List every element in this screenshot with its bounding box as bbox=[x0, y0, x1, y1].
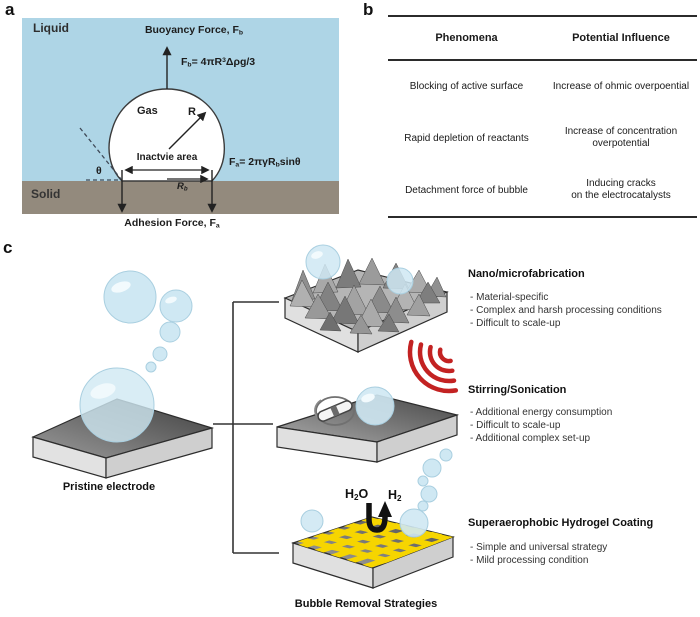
table-row: Detachment force of bubble Inducing crac… bbox=[388, 164, 697, 216]
stirring-electrode bbox=[276, 339, 460, 463]
cell-phenomena: Blocking of active surface bbox=[409, 81, 524, 92]
hydrogel-coated-electrode bbox=[291, 448, 455, 589]
bubble bbox=[305, 244, 341, 280]
rising-bubbles bbox=[417, 448, 453, 512]
nanofabricated-electrode bbox=[283, 244, 449, 353]
gas-bubble bbox=[108, 88, 225, 182]
sonication-waves-icon bbox=[407, 339, 459, 394]
pristine-electrode bbox=[31, 367, 215, 479]
bullet-item: - Difficult to scale-up bbox=[470, 420, 561, 431]
influence-line: Inducing cracks bbox=[586, 178, 656, 189]
surface-bubble bbox=[79, 367, 155, 443]
bullet-item: - Additional complex set-up bbox=[470, 433, 591, 444]
radius-label: R bbox=[188, 106, 196, 118]
bullet-item: - Complex and harsh processing condition… bbox=[470, 305, 662, 316]
liquid-label: Liquid bbox=[33, 21, 69, 35]
phenomena-table: Phenomena Potential Influence Blocking o… bbox=[388, 15, 697, 218]
strategy-bullets: - Additional energy consumption - Diffic… bbox=[470, 406, 612, 445]
bubble-removal-strategies-label: Bubble Removal Strategies bbox=[294, 598, 438, 610]
rb-label: Rb bbox=[177, 181, 188, 193]
solid-label: Solid bbox=[31, 187, 61, 201]
bullet-item: - Simple and universal strategy bbox=[470, 542, 608, 553]
rotation-arc-icon bbox=[314, 399, 322, 419]
panel-b-letter: b bbox=[363, 0, 374, 19]
strategy-title-stirring: Stirring/Sonication bbox=[468, 384, 567, 396]
adhesion-force-label: Adhesion Force, Fa bbox=[124, 217, 220, 230]
bullet-item: - Difficult to scale-up bbox=[470, 318, 561, 329]
table-row: Rapid depletion of reactants Increase of… bbox=[388, 112, 697, 164]
table-body: Blocking of active surface Increase of o… bbox=[388, 61, 697, 218]
strategy-bullets: - Material-specific - Complex and harsh … bbox=[470, 291, 662, 330]
inactive-area-label: Inactvie area bbox=[136, 152, 198, 163]
theta-label: θ bbox=[96, 165, 102, 177]
buoyancy-formula: Fb= 4πR3Δρg/3 bbox=[181, 56, 256, 69]
bullet-item: - Mild processing condition bbox=[470, 555, 589, 566]
table-header-row: Phenomena Potential Influence bbox=[388, 15, 697, 61]
influence-line: on the electrocatalysts bbox=[571, 190, 671, 201]
influence-line: Increase of concentration bbox=[564, 126, 678, 137]
radius-arrow bbox=[168, 111, 207, 150]
bullet-item: - Additional energy consumption bbox=[470, 407, 613, 418]
strategy-title-nanofabrication: Nano/microfabrication bbox=[468, 268, 585, 280]
rising-bubbles bbox=[103, 270, 193, 373]
cell-influence: Increase of concentration overpotential bbox=[545, 126, 697, 150]
adhesion-formula: Fa= 2πγRbsinθ bbox=[229, 156, 301, 169]
strategy-bullets: - Simple and universal strategy - Mild p… bbox=[470, 541, 607, 567]
col-header-influence: Potential Influence bbox=[572, 32, 670, 44]
stir-bar-icon bbox=[317, 400, 353, 422]
influence-line: overpotential bbox=[592, 138, 650, 149]
buoyancy-force-label: Buoyancy Force, Fb bbox=[144, 24, 244, 37]
cell-phenomena: Detachment force of bubble bbox=[405, 184, 528, 196]
bullet-item: - Material-specific bbox=[470, 292, 549, 303]
tangent-dashed-line bbox=[79, 127, 122, 180]
nanostructure-spikes bbox=[289, 257, 447, 335]
bubble bbox=[386, 267, 414, 295]
cell-influence: Inducing cracks on the electrocatalysts bbox=[545, 178, 697, 202]
bubble bbox=[300, 509, 324, 533]
panel-a-letter: a bbox=[5, 0, 15, 19]
pristine-electrode-label: Pristine electrode bbox=[62, 481, 156, 493]
bracket-connector bbox=[213, 301, 279, 554]
h2o-to-h2-arrow bbox=[366, 501, 392, 533]
table-row: Blocking of active surface Increase of o… bbox=[388, 61, 697, 112]
influence-line: Increase of ohmic overpoential bbox=[552, 80, 690, 92]
col-header-phenomena: Phenomena bbox=[435, 32, 498, 44]
bubble-highlight bbox=[90, 383, 116, 399]
panel-a-diagram bbox=[22, 18, 339, 214]
h2o-label: H2O bbox=[345, 487, 369, 503]
panel-c-diagram bbox=[31, 244, 460, 589]
bubble bbox=[355, 386, 395, 426]
cell-phenomena: Rapid depletion of reactants bbox=[404, 132, 529, 144]
strategy-title-hydrogel: Superaerophobic Hydrogel Coating bbox=[468, 517, 654, 529]
rotation-circle-icon bbox=[315, 396, 355, 426]
gas-label: Gas bbox=[137, 105, 158, 117]
h2-label: H2 bbox=[388, 488, 402, 504]
panel-c-letter: c bbox=[3, 238, 13, 257]
cell-influence: Increase of ohmic overpoential bbox=[545, 81, 697, 93]
bubble bbox=[399, 508, 429, 538]
solid-region bbox=[22, 181, 339, 214]
